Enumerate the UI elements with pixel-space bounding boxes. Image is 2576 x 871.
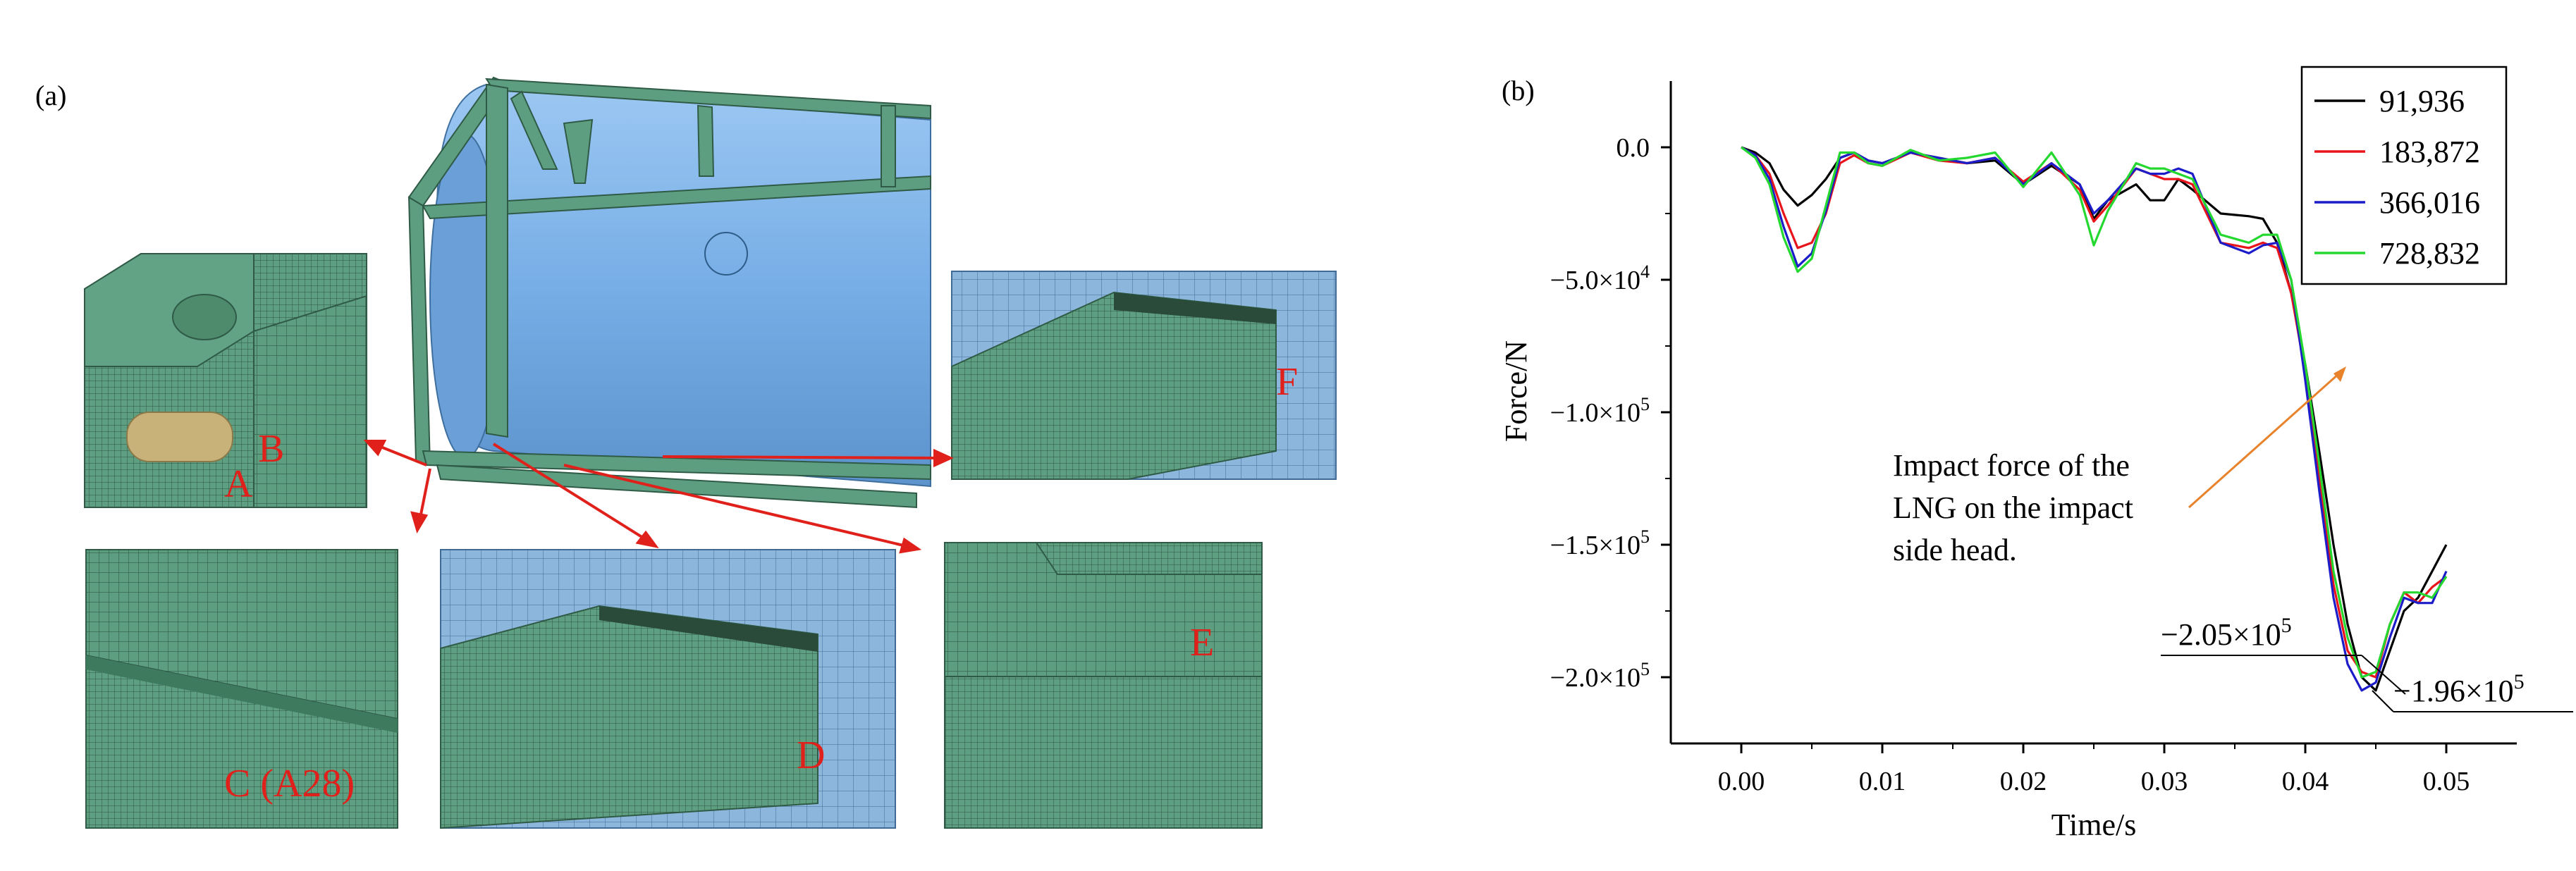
label-e: E (1190, 621, 1215, 665)
peak-leader-left-2 (2361, 655, 2406, 695)
x-tick-label: 0.02 (2000, 767, 2047, 796)
annotation-arrow (2188, 372, 2340, 509)
y-tick-label: −5.0×104 (1550, 261, 1650, 295)
fe-model-figure (84, 76, 1337, 829)
peak-leader-right-2 (2372, 690, 2394, 712)
label-d: D (797, 734, 826, 777)
peak-label-right: −1.96×105 (2393, 670, 2525, 708)
series-line-366016 (1741, 146, 2448, 692)
detail-d (440, 549, 896, 829)
tank-container-model (407, 76, 931, 509)
detail-c (85, 549, 398, 829)
y-tick-label: 0.0 (1617, 133, 1650, 163)
label-f: F (1276, 360, 1299, 404)
x-tick-label: 0.00 (1718, 767, 1765, 796)
y-tick-label: −1.0×105 (1550, 394, 1650, 428)
series-lines (1741, 146, 2448, 692)
x-tick-label: 0.01 (1859, 767, 1906, 796)
detail-f (951, 271, 1337, 480)
axes: 0.00 0.01 0.02 0.03 0.04 0.05 0.0 −5.0×104 −1.0×… (1499, 81, 2517, 842)
annotation-arrowhead (2333, 366, 2346, 382)
force-time-chart: 0.00 0.01 0.02 0.03 0.04 0.05 0.0 −5.0×104 −1.0×… (1499, 66, 2573, 842)
x-tick-label: 0.03 (2141, 767, 2188, 796)
panel-b-label: (b) (1502, 75, 1535, 106)
detail-ab (84, 253, 367, 508)
label-b: B (258, 427, 285, 471)
series-line-728832 (1741, 146, 2448, 679)
x-tick-label: 0.05 (2423, 767, 2470, 796)
legend-label: 91,936 (2379, 84, 2465, 118)
annotation-line: LNG on the impact (1893, 490, 2133, 525)
legend: 91,936 183,872 366,016 728,832 (2300, 66, 2508, 285)
annotation-line: Impact force of the (1893, 448, 2130, 483)
y-tick-label: −1.5×105 (1550, 526, 1650, 560)
legend-label: 183,872 (2379, 135, 2480, 169)
detail-e (944, 542, 1263, 829)
x-tick-label: 0.04 (2282, 767, 2329, 796)
label-a: A (224, 462, 253, 506)
peak-label-left: −2.05×105 (2161, 614, 2292, 652)
label-c: C (A28) (224, 762, 355, 805)
y-axis-title: Force/N (1499, 340, 1533, 442)
y-tick-label: −2.0×105 (1550, 659, 1650, 693)
legend-label: 366,016 (2379, 185, 2480, 220)
callout-arrows (363, 440, 954, 554)
legend-box (2300, 66, 2508, 285)
legend-label: 728,832 (2379, 236, 2480, 271)
panel-a-label: (a) (35, 80, 67, 111)
annotation-line: side head. (1893, 533, 2017, 567)
series-line-91936 (1741, 146, 2448, 692)
x-axis-title: Time/s (2051, 808, 2137, 842)
